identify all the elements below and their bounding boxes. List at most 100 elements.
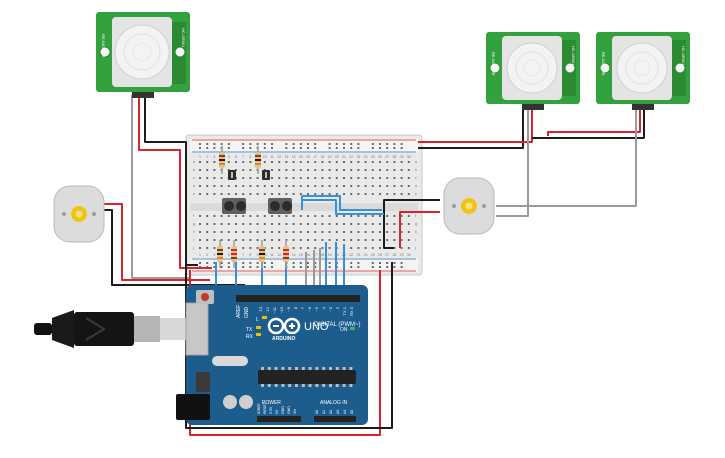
- digital-pin-label: 7: [300, 306, 305, 309]
- resistor[interactable]: [259, 240, 265, 268]
- resistor[interactable]: [219, 146, 225, 174]
- push-buttons: [222, 198, 292, 214]
- breadboard-col-number: 13: [284, 155, 288, 159]
- breadboard-row-letter: j: [192, 246, 194, 250]
- breadboard-col-number: 17: [313, 253, 317, 257]
- model-label: UNO: [304, 321, 329, 333]
- digital-pin-label: ~5: [314, 306, 319, 311]
- push-button[interactable]: [268, 198, 292, 214]
- breadboard-row-letter: a: [415, 160, 417, 164]
- wire-red-motor-right[interactable]: [399, 211, 440, 248]
- arduino-logo-icon: [267, 317, 301, 335]
- breadboard-col-number: 20: [335, 155, 339, 159]
- digital-label: DIGITAL (PWM~): [314, 322, 361, 328]
- aref-label: AREF: [236, 305, 242, 318]
- breadboard-col-number: 14: [292, 155, 296, 159]
- digital-pin-label: 12: [265, 306, 270, 311]
- breadboard-col-number: 2: [206, 253, 208, 257]
- breadboard-col-number: 22: [349, 155, 353, 159]
- rx-led-label: RX: [246, 334, 254, 340]
- wire-red-pir-mid-vcc[interactable]: [418, 108, 533, 143]
- resistors: [217, 146, 289, 268]
- breadboard-col-number: 18: [320, 155, 324, 159]
- pir-label-right: HC-SR501: [571, 46, 576, 66]
- digital-pin-label: ~3: [328, 306, 333, 311]
- wire-black-pir-left-gnd[interactable]: [144, 95, 198, 266]
- atmega-chip: [258, 370, 356, 384]
- resistor[interactable]: [217, 240, 223, 268]
- breadboard-col-number: 9: [257, 253, 259, 257]
- resistor[interactable]: [255, 146, 261, 174]
- wire-black-pir-mid-gnd[interactable]: [418, 108, 524, 149]
- breadboard-col-number: 27: [385, 155, 389, 159]
- breadboard-row-letter: i: [415, 238, 416, 242]
- dc-motor-left[interactable]: [53, 185, 105, 243]
- wire-red-motor-left[interactable]: [104, 203, 210, 281]
- logo-text: ARDUINO: [272, 336, 295, 342]
- reset-button[interactable]: [201, 293, 209, 301]
- breadboard-col-number: 23: [356, 253, 360, 257]
- breadboard-col-number: 21: [342, 155, 346, 159]
- wire-blue-button-2[interactable]: [301, 199, 384, 215]
- analog-pin-label: A2: [329, 410, 333, 414]
- breadboard-holes: [199, 143, 410, 268]
- digital-pin-label: ~11: [272, 306, 277, 313]
- push-button[interactable]: [222, 198, 246, 214]
- breadboard-col-number: 3: [213, 155, 215, 159]
- pir-sensor-left[interactable]: RE-0402 PIR HC-SR501: [96, 12, 190, 98]
- breadboard-col-number: 12: [277, 155, 281, 159]
- breadboard-col-number: 8: [249, 155, 251, 159]
- led-indicator[interactable]: [262, 170, 270, 180]
- breadboard-col-number: 29: [400, 155, 404, 159]
- breadboard-col-number: 24: [364, 155, 368, 159]
- breadboard-col-number: 12: [277, 253, 281, 257]
- wire-black-motor-right[interactable]: [383, 199, 440, 249]
- wire-gray-pir-mid-out[interactable]: [496, 108, 529, 217]
- power-pin-label: Vin: [293, 409, 297, 414]
- breadboard-col-number: 30: [407, 155, 411, 159]
- resistor[interactable]: [283, 240, 289, 268]
- wire-red-pir-right-vcc[interactable]: [547, 108, 641, 136]
- breadboard-col-number: 25: [371, 155, 375, 159]
- pir-sensor-middle[interactable]: RE-0402 PIR HC-SR501: [486, 32, 580, 110]
- breadboard-row-letter: f: [415, 214, 416, 218]
- wire-black-pir-right-gnd[interactable]: [532, 108, 645, 139]
- power-header[interactable]: [257, 416, 301, 422]
- on-led-label: ON: [340, 327, 348, 333]
- breadboard-row-letter: h: [193, 230, 195, 234]
- analog-header[interactable]: [314, 416, 356, 422]
- digital-pin-label: ~10: [279, 306, 284, 314]
- breadboard[interactable]: 1122334455667788991010111112121313141415…: [185, 134, 423, 276]
- wire-gray-pir-right-out[interactable]: [496, 108, 637, 207]
- digital-header[interactable]: [236, 295, 360, 302]
- wire-black-motor-left[interactable]: [104, 209, 245, 286]
- analog-label: ANALOG IN: [320, 400, 348, 406]
- digital-pin-label: 4: [321, 306, 326, 309]
- digital-pin-label: RX 0: [349, 306, 354, 316]
- breadboard-row-letter: g: [193, 222, 195, 226]
- analog-pin-label: A3: [336, 410, 340, 414]
- breadboard-col-number: 26: [378, 253, 382, 257]
- wire-red-pir-left-vcc[interactable]: [138, 95, 212, 269]
- breadboard-col-number: 14: [292, 253, 296, 257]
- pir-sensor-right[interactable]: RE-0402 PIR HC-SR501: [596, 32, 690, 110]
- dc-motor-right[interactable]: [443, 177, 495, 235]
- chip-pins: [261, 367, 353, 387]
- resistor[interactable]: [231, 240, 237, 268]
- breadboard-col-number: 2: [206, 155, 208, 159]
- wire-gray-pir-left-out[interactable]: [131, 95, 190, 279]
- breadboard-row-letter: a: [193, 160, 195, 164]
- breadboard-row-letter: b: [415, 168, 417, 172]
- breadboard-col-number: 28: [392, 253, 396, 257]
- led-indicator[interactable]: [228, 170, 236, 180]
- breadboard-col-number: 7: [242, 253, 244, 257]
- tx-led-label: TX: [246, 327, 253, 333]
- usb-cable[interactable]: [34, 310, 188, 348]
- pir-label-left: RE-0402 PIR: [491, 52, 496, 76]
- breadboard-row-letter: d: [193, 184, 195, 188]
